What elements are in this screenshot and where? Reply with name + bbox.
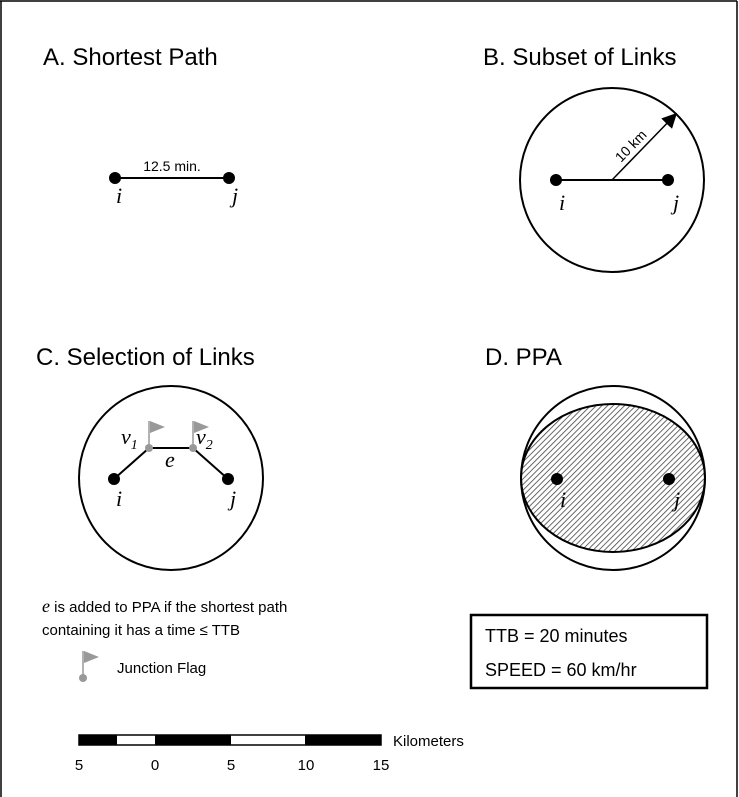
legend-label: Junction Flag bbox=[117, 660, 206, 677]
legend-junction-flag: Junction Flag bbox=[79, 651, 206, 682]
scale-tick: 5 bbox=[75, 757, 83, 774]
node-i-label: i bbox=[116, 183, 122, 208]
vertex-v1-label: v1 bbox=[121, 424, 138, 453]
panel-a: A. Shortest Path 12.5 min. i j bbox=[43, 44, 238, 208]
junction-flag-v1 bbox=[145, 421, 165, 452]
node-j-dot bbox=[662, 174, 674, 186]
node-j-label: j bbox=[670, 190, 679, 215]
panel-b-title: B. Subset of Links bbox=[483, 44, 676, 71]
panel-a-title: A. Shortest Path bbox=[43, 44, 218, 71]
panel-d: D. PPA i j bbox=[485, 344, 706, 571]
speed-value: SPEED = 60 km/hr bbox=[485, 660, 637, 680]
vertex-v2-label: v2 bbox=[196, 424, 213, 453]
node-j-label: j bbox=[227, 486, 236, 511]
selection-rule-line2: containing it has a time ≤ TTB bbox=[42, 622, 240, 639]
edge-e-label: e bbox=[165, 447, 175, 472]
node-j-label: j bbox=[671, 487, 680, 512]
scale-tick: 5 bbox=[227, 757, 235, 774]
candidate-path bbox=[113, 447, 229, 480]
panel-c-title: C. Selection of Links bbox=[36, 344, 255, 371]
selection-rule-line1: e is added to PPA if the shortest path bbox=[42, 596, 287, 616]
node-i-dot bbox=[550, 174, 562, 186]
node-i-dot bbox=[551, 473, 563, 485]
node-i-label: i bbox=[559, 190, 565, 215]
radius-label: 10 km bbox=[612, 127, 650, 166]
node-j-dot bbox=[663, 473, 675, 485]
scale-bar: Kilometers 5 0 5 10 15 bbox=[75, 733, 464, 774]
parameters-box: TTB = 20 minutes SPEED = 60 km/hr bbox=[469, 613, 709, 690]
node-i-dot bbox=[108, 473, 120, 485]
scale-tick: 10 bbox=[298, 757, 315, 774]
junction-flag-v2 bbox=[189, 421, 209, 452]
panel-c: C. Selection of Links v1 v2 e i j e is a… bbox=[36, 344, 287, 639]
node-i-dot bbox=[109, 172, 121, 184]
ttb-value: TTB = 20 minutes bbox=[485, 626, 628, 646]
node-i-label: i bbox=[560, 487, 566, 512]
search-radius-circle bbox=[78, 385, 264, 571]
search-radius-circle bbox=[519, 87, 705, 273]
scale-tick: 0 bbox=[151, 757, 159, 774]
ppa-ellipse bbox=[520, 403, 706, 553]
node-j-dot bbox=[222, 473, 234, 485]
node-j-label: j bbox=[229, 183, 238, 208]
panel-d-title: D. PPA bbox=[485, 344, 562, 371]
panel-b: B. Subset of Links 10 km i j bbox=[483, 44, 705, 273]
scale-tick: 15 bbox=[373, 757, 390, 774]
node-j-dot bbox=[223, 172, 235, 184]
radius-arrow bbox=[611, 112, 678, 181]
scale-unit: Kilometers bbox=[393, 733, 464, 750]
path-time-label: 12.5 min. bbox=[143, 158, 201, 174]
search-radius-circle bbox=[520, 385, 706, 571]
node-i-label: i bbox=[116, 486, 122, 511]
